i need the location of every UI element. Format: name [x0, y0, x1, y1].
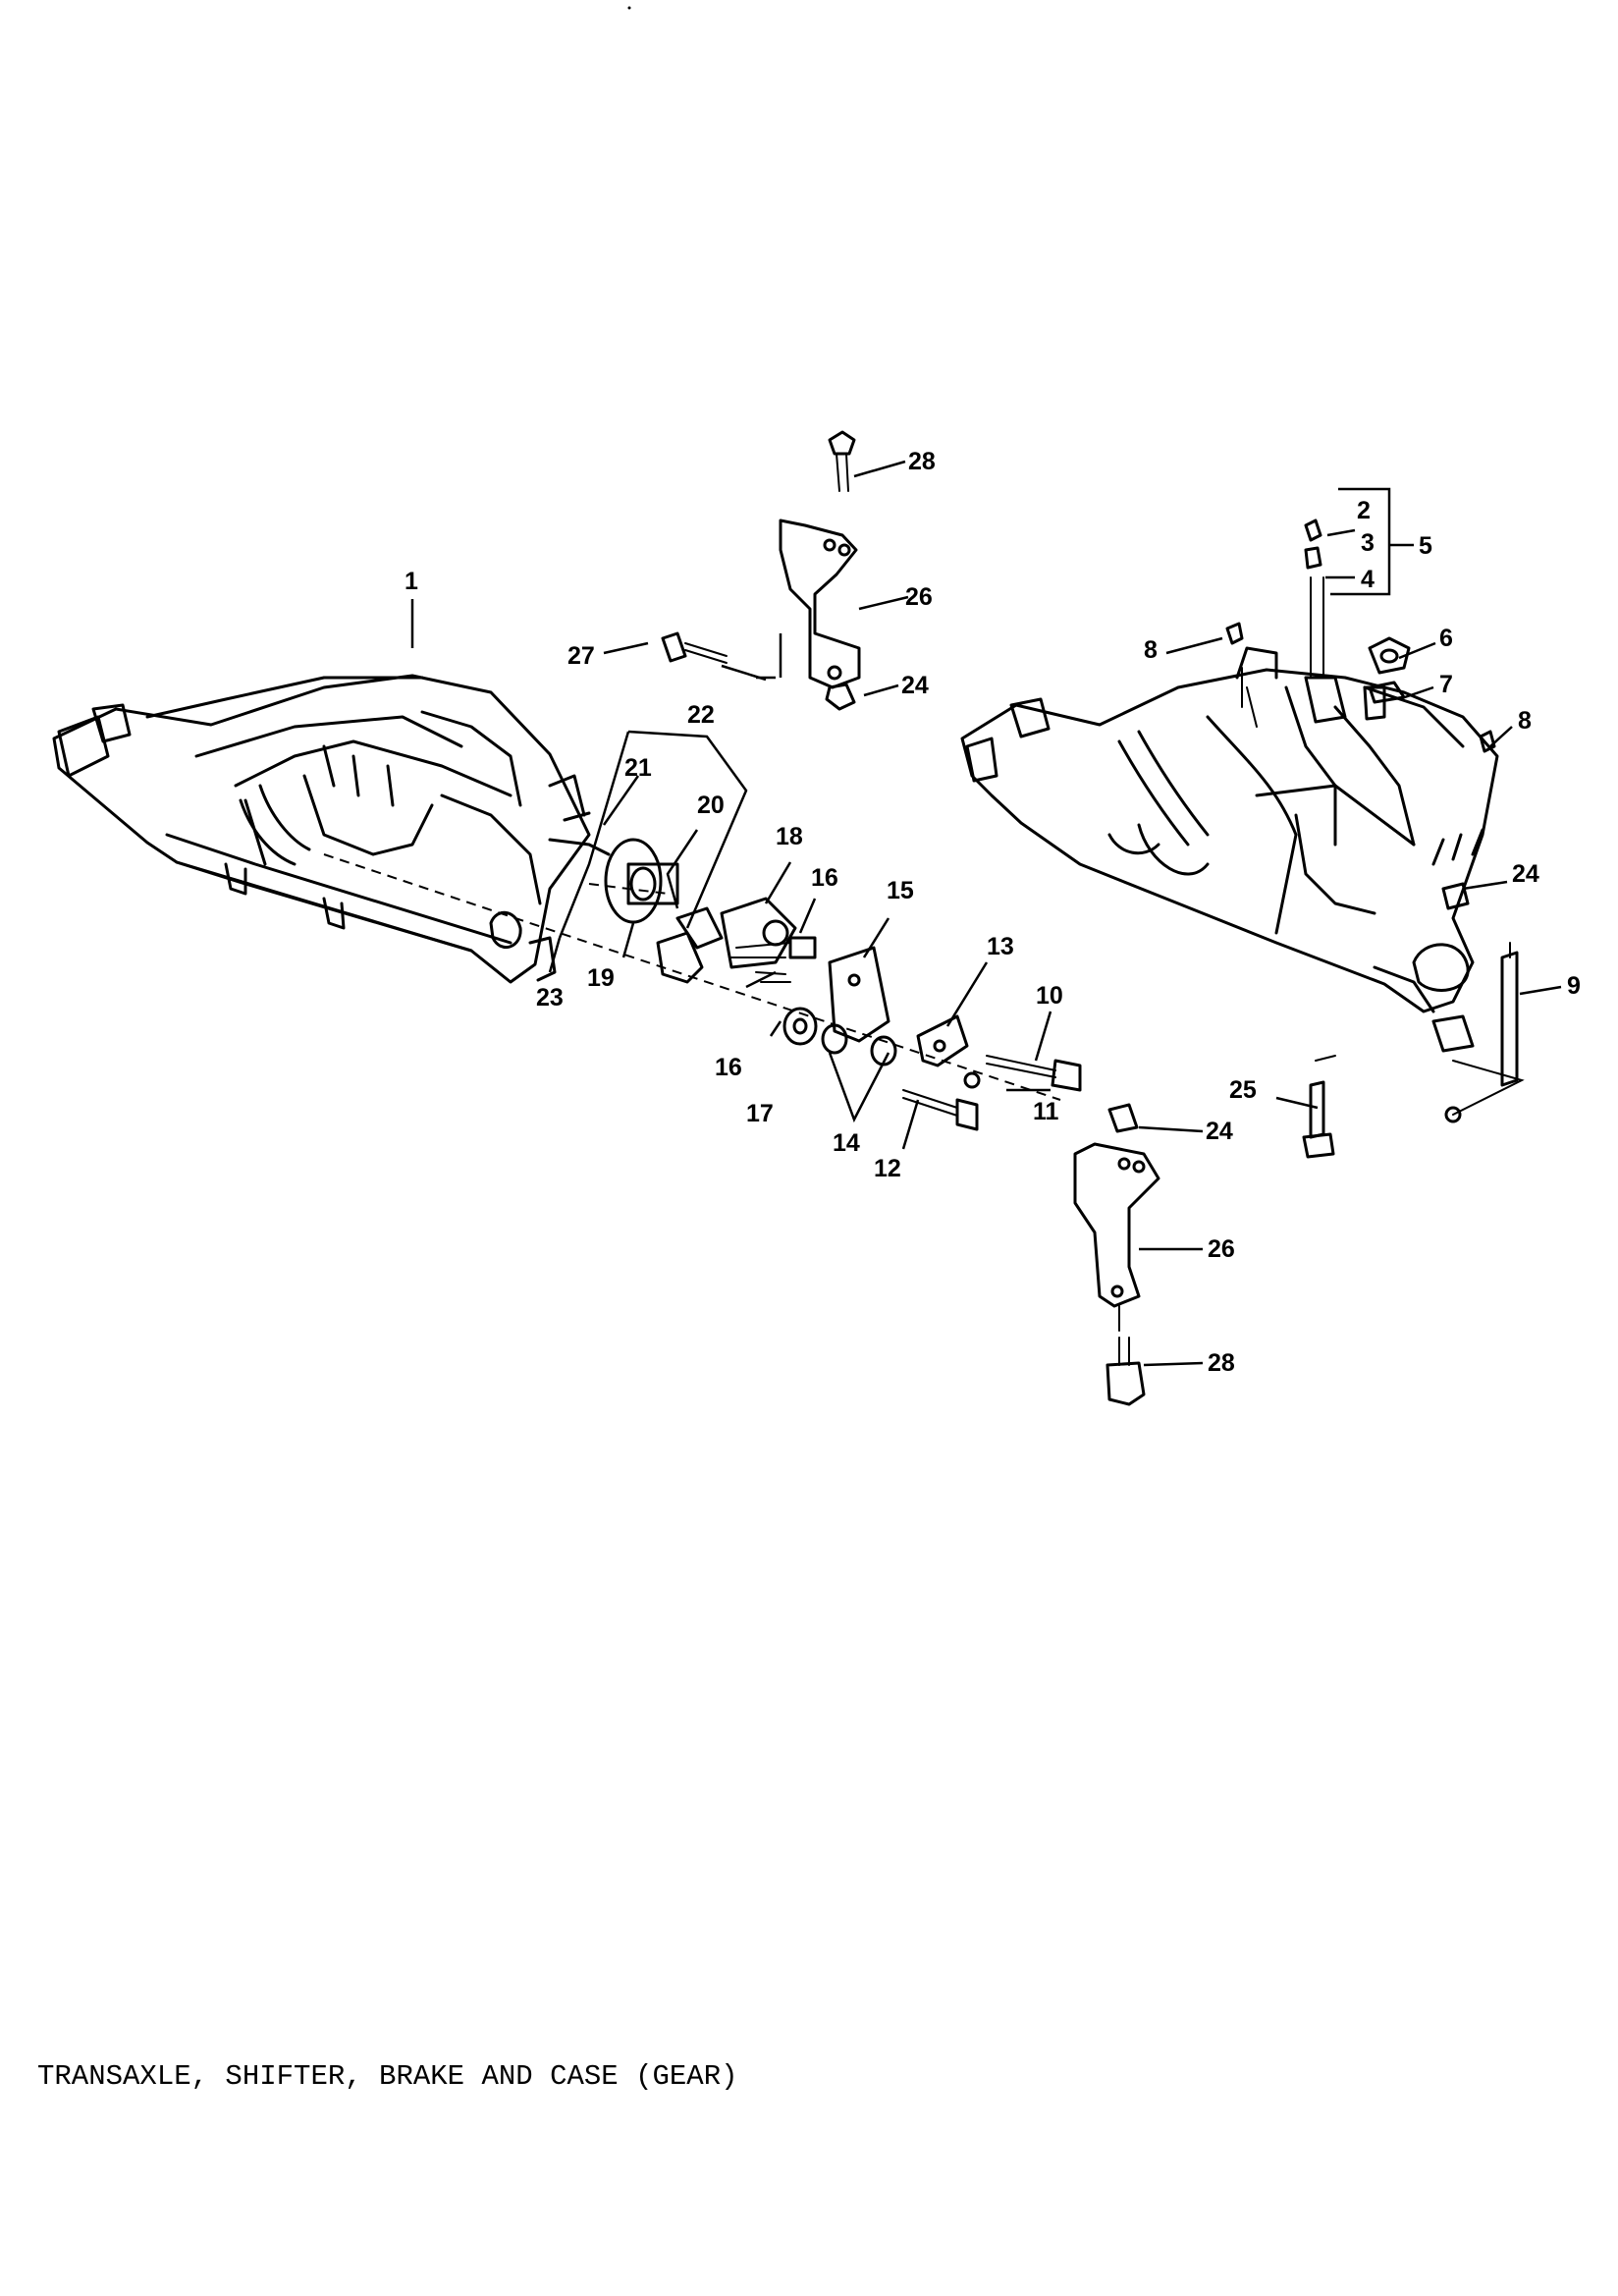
brake-assembly — [323, 838, 1082, 1131]
callout-21: 21 — [624, 754, 652, 782]
callout-26-lower: 26 — [1208, 1235, 1235, 1263]
callout-28-lower: 28 — [1208, 1349, 1235, 1377]
callout-4: 4 — [1361, 566, 1375, 593]
callout-25: 25 — [1229, 1076, 1257, 1104]
callout-20: 20 — [697, 792, 725, 819]
callout-6: 6 — [1439, 625, 1453, 652]
callout-1: 1 — [404, 568, 418, 595]
shift-shaft-stack — [1225, 519, 1496, 753]
callout-14: 14 — [833, 1129, 860, 1157]
callout-19: 19 — [587, 964, 615, 992]
upper-bracket — [661, 430, 861, 711]
callout-28-upper: 28 — [908, 448, 936, 475]
callout-26-upper: 26 — [905, 583, 933, 611]
callout-7: 7 — [1439, 671, 1453, 698]
callout-3: 3 — [1361, 529, 1375, 557]
callout-8-right: 8 — [1518, 707, 1532, 735]
callout-2: 2 — [1357, 497, 1371, 524]
callout-12: 12 — [874, 1155, 901, 1182]
callout-16-upper: 16 — [811, 864, 838, 892]
callout-5: 5 — [1419, 532, 1432, 560]
callout-27: 27 — [567, 642, 595, 670]
callout-17: 17 — [746, 1100, 774, 1127]
callout-10: 10 — [1036, 982, 1063, 1010]
callout-24-upper: 24 — [901, 672, 929, 699]
callout-23: 23 — [536, 984, 564, 1011]
callout-22: 22 — [687, 701, 715, 729]
callout-9: 9 — [1567, 972, 1581, 1000]
callout-24-right: 24 — [1512, 860, 1539, 888]
left-case-half — [52, 674, 611, 984]
callout-8-left: 8 — [1144, 636, 1158, 664]
callout-15: 15 — [887, 877, 914, 904]
callout-16-lower: 16 — [715, 1054, 742, 1081]
callout-18: 18 — [776, 823, 803, 850]
shaft-assembly — [1302, 882, 1525, 1159]
callout-11: 11 — [1033, 1098, 1059, 1125]
leader-lines — [410, 460, 1562, 1367]
callout-24-lower: 24 — [1206, 1118, 1233, 1145]
right-case-half — [960, 646, 1499, 1013]
callout-13: 13 — [987, 933, 1014, 960]
lower-bracket — [1073, 1103, 1160, 1406]
callout-labels: 1 2 3 4 5 6 7 8 8 9 10 11 12 13 14 15 16… — [404, 448, 1581, 1377]
diagram-caption: TRANSAXLE, SHIFTER, BRAKE AND CASE (GEAR… — [37, 2060, 738, 2093]
